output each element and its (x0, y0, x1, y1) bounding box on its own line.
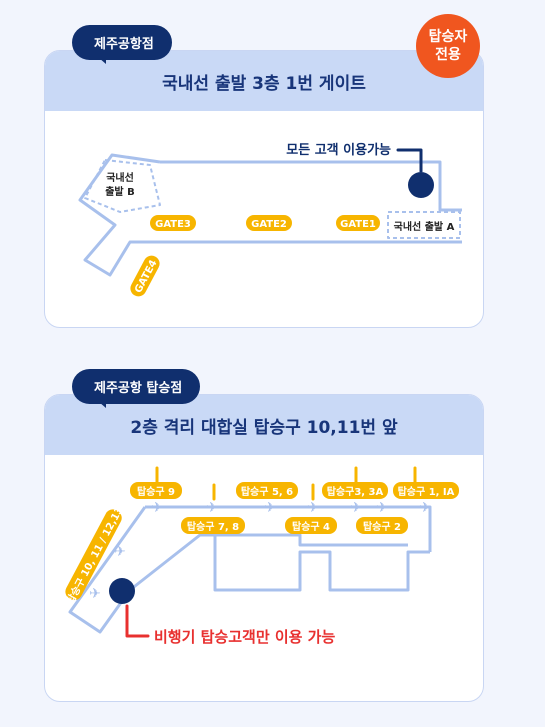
plane-icon: ✈ (419, 500, 431, 516)
badge-line-1: 탑승자 (428, 29, 468, 45)
callout-text-2: 비행기 탑승고객만 이용 가능 (154, 628, 335, 646)
plane-icon: ✈ (151, 500, 163, 516)
badge-line-2: 전용 (435, 47, 461, 63)
gate1-chip (336, 215, 380, 231)
area-b-outline (84, 159, 161, 213)
gate3-chip (150, 215, 196, 231)
plane-icon: ✈ (89, 586, 101, 602)
gate-9-label: 탑승구 9 (137, 486, 175, 498)
location-title: 국내선 출발 3층 1번 게이트 (45, 51, 483, 111)
location-card-jeju-boarding: 2층 격리 대합실 탑승구 10,11번 앞 (44, 394, 484, 702)
gate4-chip (130, 255, 160, 297)
store-location-marker-1 (408, 172, 434, 198)
gate1-label: GATE1 (340, 219, 376, 230)
terminal-map-2 (68, 505, 432, 634)
gate-5-6-chip (236, 482, 298, 499)
area-a-outline (387, 211, 461, 239)
concourse-left (68, 506, 215, 634)
callout-text-1: 모든 고객 이용가능 (286, 142, 391, 158)
area-b-label-2: 출발 B (105, 185, 135, 198)
gate-9-chip (130, 482, 182, 499)
gate-1-ia-chip (393, 482, 459, 499)
passenger-only-badge: 탑승자 전용 (416, 14, 480, 78)
plane-icon: ✈ (114, 544, 126, 560)
gate-4-chip (285, 517, 337, 534)
gate-3-3a-label: 탑승구3, 3A (327, 486, 384, 498)
gate2-chip (246, 215, 292, 231)
location-title-2: 2층 격리 대합실 탑승구 10,11번 앞 (45, 395, 483, 455)
gate-7-8-label: 탑승구 7, 8 (187, 521, 239, 533)
plane-icon: ✈ (264, 500, 276, 516)
callout-line-2 (125, 604, 150, 638)
gate-5-6-label: 탑승구 5, 6 (241, 486, 293, 498)
gate-3-3a-chip (322, 482, 388, 499)
concourse-lower (213, 535, 430, 592)
gate3-label: GATE3 (155, 219, 191, 230)
gate-10-13-chip (65, 509, 122, 601)
gate-2-chip (356, 517, 408, 534)
plane-icons-2: ✈ ✈ ✈ ✈ ✈ ✈ ✈ ✈ ✈ (89, 500, 431, 602)
concourse-inner (215, 533, 408, 547)
area-b-label-1: 국내선 (106, 171, 134, 184)
section-tag-jeju-airport: 제주공항점 (72, 25, 172, 60)
terminal-outline-top (160, 160, 462, 212)
gate-4-label: 탑승구 4 (292, 521, 330, 533)
plane-icon: ✈ (206, 500, 218, 516)
concourse-top (145, 505, 432, 552)
store-location-marker-2 (109, 578, 135, 604)
gate-1-ia-label: 탑승구 1, IA (398, 486, 455, 498)
area-a-label: 국내선 출발 A (394, 220, 455, 233)
terminal-map-1 (78, 153, 462, 277)
plane-icon: ✈ (376, 500, 388, 516)
section-tag-jeju-boarding: 제주공항 탑승점 (72, 369, 201, 404)
plane-icon: ✈ (350, 500, 362, 516)
plane-icon: ✈ (307, 500, 319, 516)
gate-7-8-chip (181, 517, 245, 534)
gate-ticks-2 (155, 466, 417, 501)
gate-2-label: 탑승구 2 (363, 521, 401, 533)
gate2-label: GATE2 (251, 219, 287, 230)
terminal-outline-left (78, 153, 161, 277)
